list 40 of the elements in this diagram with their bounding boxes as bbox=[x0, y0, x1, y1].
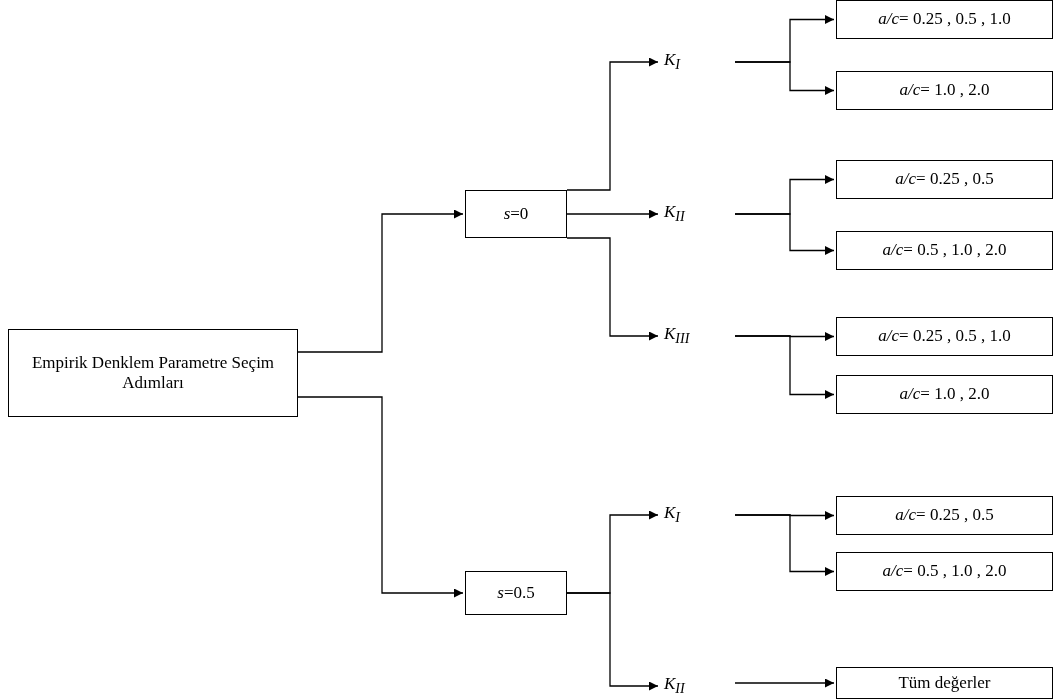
arrow bbox=[734, 213, 835, 255]
arrow bbox=[734, 335, 835, 399]
process-box bbox=[836, 375, 1053, 414]
process-box bbox=[465, 571, 567, 615]
arrow bbox=[734, 678, 835, 688]
process-box bbox=[836, 71, 1053, 110]
arrow bbox=[566, 237, 659, 341]
process-box bbox=[8, 329, 298, 417]
process-box bbox=[836, 0, 1053, 39]
variable-label: K$_{I}$ bbox=[664, 50, 681, 74]
box-text: s=0.5 bbox=[497, 582, 535, 604]
arrow bbox=[734, 61, 835, 95]
box-text: a/c= 0.25 , 0.5 bbox=[895, 169, 994, 190]
box-text: a/c= 0.5 , 1.0 , 2.0 bbox=[882, 240, 1007, 261]
variable-label: K$_{II}$ bbox=[664, 202, 685, 226]
box-text: a/c= 0.25 , 0.5 , 1.0 bbox=[878, 9, 1011, 30]
process-box bbox=[836, 160, 1053, 199]
arrow bbox=[566, 592, 659, 691]
box-text: a/c= 0.25 , 0.5 bbox=[895, 505, 994, 526]
box-text: Tüm değerler bbox=[898, 672, 991, 694]
arrow bbox=[734, 514, 835, 576]
box-text: a/c= 1.0 , 2.0 bbox=[899, 80, 990, 101]
process-box bbox=[836, 231, 1053, 270]
process-box bbox=[836, 496, 1053, 535]
box-text: s=0 bbox=[503, 203, 529, 225]
variable-label: K$_{II}$ bbox=[664, 674, 685, 698]
arrow bbox=[297, 396, 464, 598]
variable-label: K$_{I}$ bbox=[664, 503, 681, 527]
process-box bbox=[465, 190, 567, 238]
arrow bbox=[566, 209, 659, 219]
box-text: a/c= 0.5 , 1.0 , 2.0 bbox=[882, 561, 1007, 582]
process-box bbox=[836, 667, 1053, 699]
process-box bbox=[836, 552, 1053, 591]
arrow bbox=[297, 209, 464, 353]
box-text: Empirik Denklem Parametre Seçim Adımları bbox=[30, 352, 276, 394]
box-text: a/c= 0.25 , 0.5 , 1.0 bbox=[878, 326, 1011, 347]
variable-label: K$_{III}$ bbox=[664, 324, 690, 348]
arrow bbox=[566, 57, 659, 191]
process-box bbox=[836, 317, 1053, 356]
box-text: a/c= 1.0 , 2.0 bbox=[899, 384, 990, 405]
